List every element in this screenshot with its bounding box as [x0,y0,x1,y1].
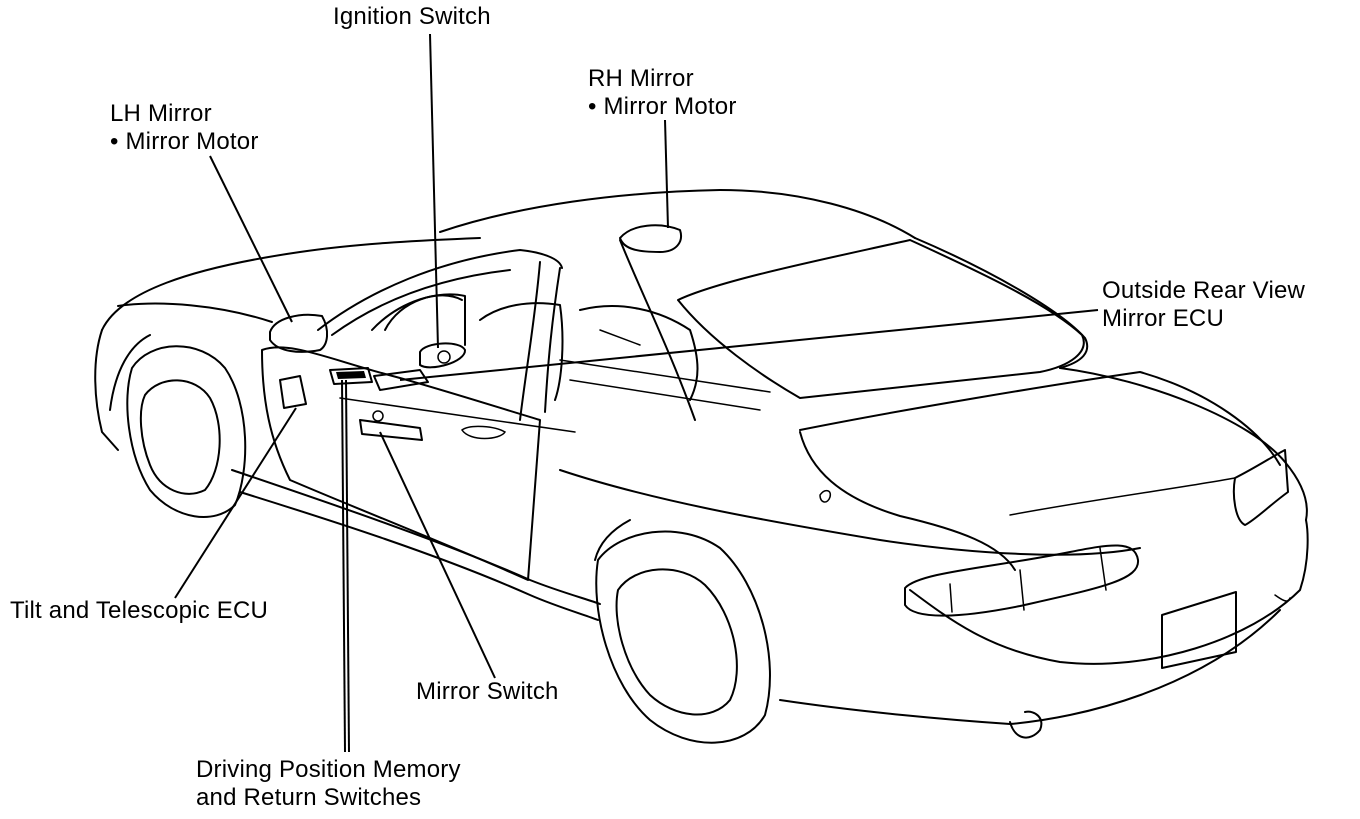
memory-switch-buttons [336,371,366,379]
mirror-switch-knob [372,410,384,422]
front-hood-outline [101,237,481,331]
b-pillar [519,261,541,421]
leader-lh-mirror [209,155,293,323]
leader-outside-mirror-ecu [399,309,1099,381]
rear-seat [579,305,699,401]
lh-mirror [269,313,328,353]
rear-bumper [909,519,1309,665]
rocker-panel [239,491,599,621]
windshield-left-pillar [317,249,563,331]
label-lh-mirror-line2: • Mirror Motor [110,128,259,155]
seat-back [479,302,564,401]
fuel-door [819,489,832,503]
tail-light-left-inner [949,547,1107,613]
front-wheel [109,334,247,518]
label-rh-mirror-line2: • Mirror Motor [588,93,737,120]
body-crease [559,469,1141,556]
label-rh-mirror-line1: RH Mirror [588,65,694,92]
trunk-seam [1009,477,1236,516]
label-outside-rear-view-mirror-ecu: Outside Rear View Mirror ECU [1102,277,1305,333]
front-bumper [94,329,119,451]
door-outline [261,346,541,581]
front-fender-line [117,302,273,323]
label-rh-mirror: RH Mirror • Mirror Motor [588,65,737,121]
label-driving-position-memory-line1: Driving Position Memory [196,756,461,783]
label-driving-position-memory-line2: and Return Switches [196,784,422,811]
label-lh-mirror: LH Mirror • Mirror Motor [110,100,259,156]
label-outside-mirror-ecu-line2: Mirror ECU [1102,305,1224,332]
exhaust-tip [1009,710,1043,739]
interior-lines [559,329,771,411]
windshield-frame [331,269,511,336]
c-pillar [619,239,696,421]
tail-light-right [1232,449,1289,526]
steering-wheel [384,294,463,331]
license-plate-recess [1161,591,1237,669]
ignition-switch-housing [419,342,466,369]
door-handle [460,425,507,440]
label-lh-mirror-line1: LH Mirror [110,100,212,127]
trunk-edge [799,431,1016,571]
label-driving-position-memory: Driving Position Memory and Return Switc… [196,756,461,812]
trunk-lid [799,371,1281,466]
leader-ignition-switch [429,33,439,349]
label-ignition-switch: Ignition Switch [333,3,491,30]
ecu-box-dash [373,369,429,391]
leader-mirror-switch [379,431,496,679]
memory-switch-block [329,367,373,385]
label-mirror-switch: Mirror Switch [416,678,559,705]
rear-wheel [594,519,771,744]
leader-rh-mirror [664,119,669,229]
door-window-line [339,397,576,433]
leader-driving-position-memory [341,379,346,753]
rear-lower-valance [779,609,1281,725]
side-sill [231,469,601,605]
car-body [94,189,1309,744]
label-outside-mirror-ecu-line1: Outside Rear View [1102,277,1306,304]
ignition-knob [437,350,451,364]
tilt-ecu-box [279,375,307,409]
label-tilt-telescopic-ecu: Tilt and Telescopic ECU [10,597,269,624]
dashboard [371,293,466,346]
rear-quarter [1059,367,1308,521]
exhaust-right [1274,594,1291,602]
leader-lines [174,33,1099,753]
roof-rear-edge [914,237,1089,369]
tail-light-left [904,544,1140,617]
b-pillar-inner [544,267,561,413]
mirror-switch-panel [359,419,423,441]
rh-mirror [619,224,682,253]
rear-window [677,239,1085,399]
roof-outline [439,189,916,239]
leader-driving-position-memory-2 [345,379,350,753]
leader-tilt-telescopic-ecu [174,407,297,599]
